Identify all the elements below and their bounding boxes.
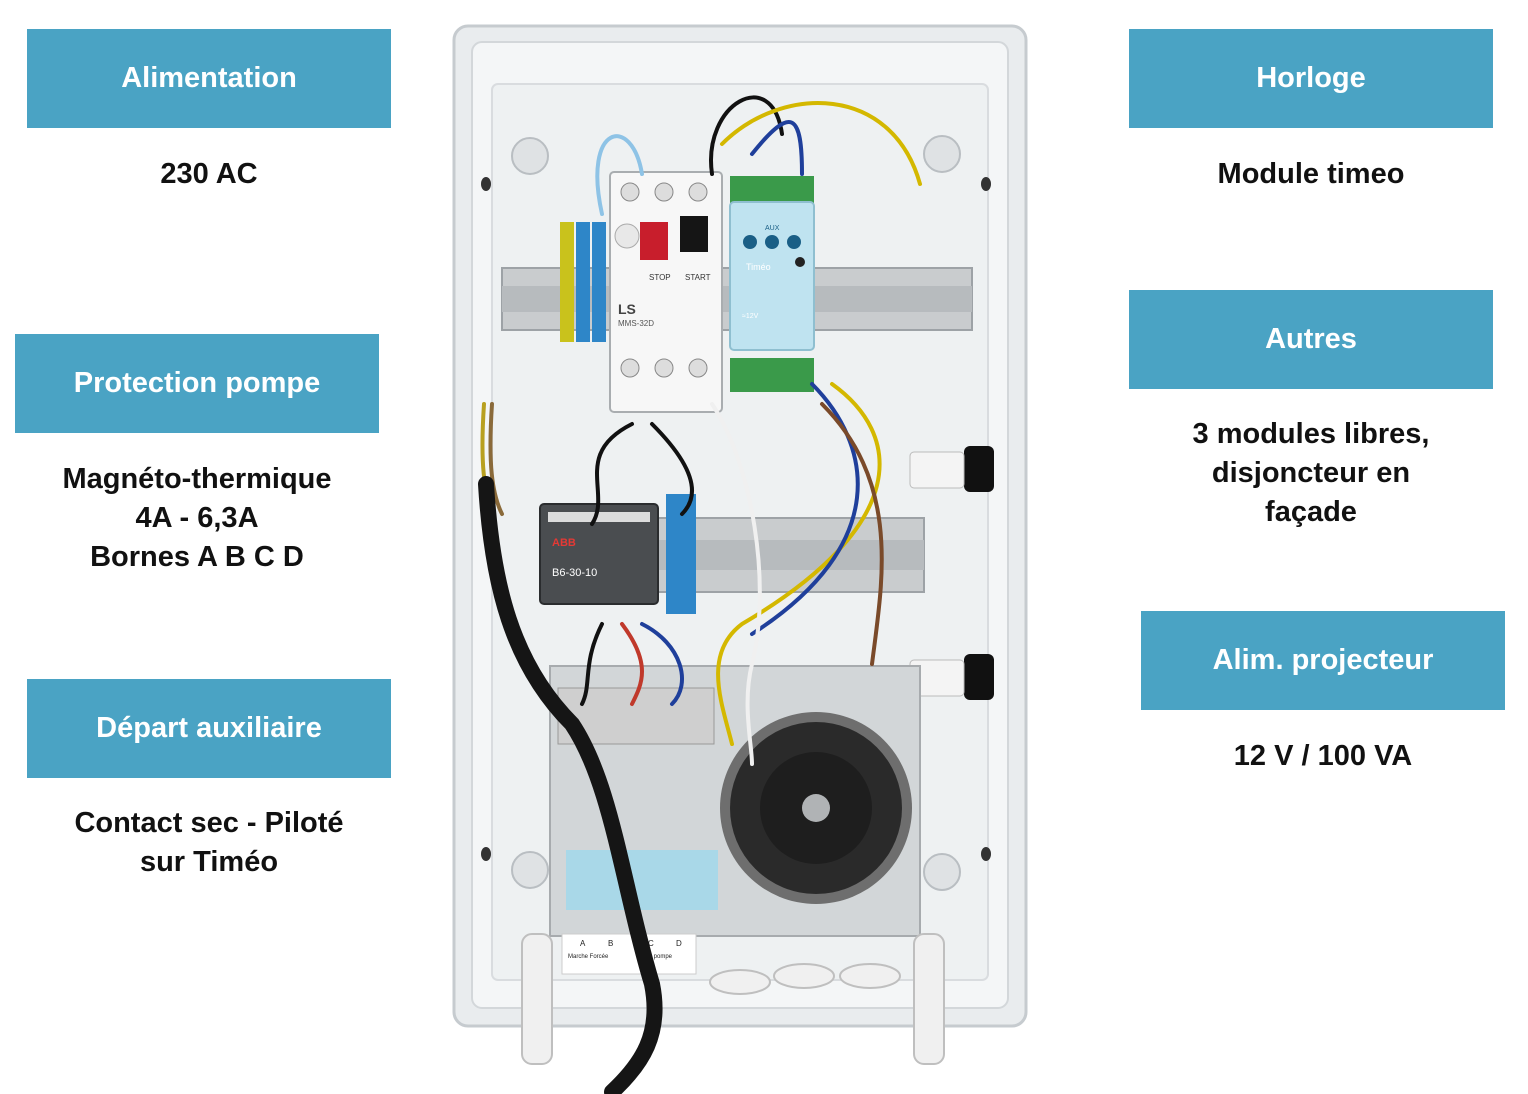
voltage-text: ≈12V bbox=[742, 313, 759, 320]
breaker-model: MMS-32D bbox=[618, 319, 654, 328]
plate-a: A bbox=[580, 939, 586, 948]
aux-text: AUX bbox=[765, 225, 780, 232]
protection-pompe-label: Protection pompe bbox=[15, 334, 379, 433]
ls-brand: LS bbox=[618, 301, 636, 317]
depart-auxiliaire-desc: Contact sec - Piloté sur Timéo bbox=[74, 807, 344, 878]
toroidal-transformer bbox=[720, 712, 912, 904]
alimentation-desc: 230 AC bbox=[160, 158, 258, 190]
depart-auxiliaire-label: Départ auxiliaire bbox=[27, 679, 391, 778]
plate-d: D bbox=[676, 939, 682, 948]
abb-brand: ABB bbox=[552, 537, 576, 549]
contactor-model: B6-30-10 bbox=[552, 567, 597, 579]
timeo-module: AUX Timéo ≈12V bbox=[729, 176, 815, 392]
electrical-box-photo: STOP START LS MMS-32D AUX Timéo ≈12V ABB… bbox=[452, 24, 1028, 1094]
plate-b: B bbox=[608, 939, 613, 948]
alim-projecteur-desc: 12 V / 100 VA bbox=[1233, 740, 1413, 772]
motor-breaker: STOP START LS MMS-32D bbox=[609, 171, 723, 413]
autres-label: Autres bbox=[1129, 290, 1493, 389]
contactor: ABB B6-30-10 bbox=[539, 494, 696, 614]
plate-c: C bbox=[648, 939, 654, 948]
timeo-text: Timéo bbox=[746, 262, 771, 272]
stop-text: STOP bbox=[649, 273, 671, 282]
alimentation-label: Alimentation bbox=[27, 29, 391, 128]
plate-marche: Marche Forcée bbox=[568, 954, 609, 960]
plate-inter: Inter pompe bbox=[640, 954, 673, 960]
horloge-desc: Module timeo bbox=[1217, 158, 1405, 190]
alim-projecteur-label: Alim. projecteur bbox=[1141, 611, 1505, 710]
horloge-label: Horloge bbox=[1129, 29, 1493, 128]
protection-pompe-desc: Magnéto-thermique 4A - 6,3A Bornes A B C… bbox=[62, 463, 332, 573]
start-text: START bbox=[685, 273, 711, 282]
autres-desc: 3 modules libres, disjoncteur en façade bbox=[1192, 418, 1430, 528]
